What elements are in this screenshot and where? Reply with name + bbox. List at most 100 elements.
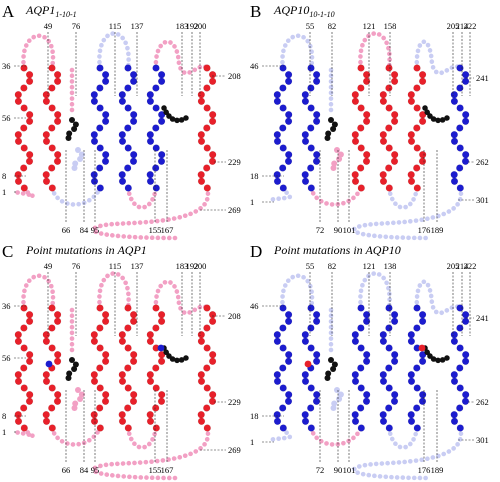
residue-label-bottom: 95 — [91, 225, 100, 235]
panel-letter: B — [250, 2, 261, 21]
panel-letter: A — [2, 2, 15, 21]
residue-label-top: 82 — [328, 261, 337, 271]
residue-label-bottom: 72 — [316, 465, 325, 475]
residue-label-left: 46 — [250, 301, 259, 311]
residue-label-top: 158 — [384, 21, 397, 31]
residue-label-bottom: 176 — [418, 225, 431, 235]
intracellular-loop-d — [386, 425, 420, 450]
tm5-helix — [407, 304, 427, 432]
npa-half-helix-b — [324, 357, 338, 381]
residue-label-top: 115 — [109, 261, 121, 271]
n-terminus — [265, 185, 293, 203]
tm3-helix — [90, 64, 110, 192]
residue-label-bottom: 90 — [334, 465, 343, 475]
c-terminus — [351, 425, 464, 481]
residue-label-top: 137 — [131, 261, 144, 271]
panel-title: Point mutations in AQP1 — [25, 243, 147, 257]
npa-half-helix-b — [65, 357, 79, 381]
residue-label-top: 192 — [186, 261, 199, 271]
tm6-helix — [197, 64, 217, 192]
tm3-helix — [90, 304, 110, 432]
residue-label-left: 1 — [250, 197, 254, 207]
extracellular-loop-a — [21, 33, 56, 71]
residue-label-left: 1 — [2, 187, 6, 197]
residue-label-bottom: 155 — [149, 465, 162, 475]
extracellular-loop-c — [358, 31, 392, 71]
intracellular-loop-d — [125, 185, 159, 210]
residue-label-right: 269 — [228, 205, 241, 215]
residue-label-top: 205 — [447, 21, 460, 31]
residue-label-left: 18 — [250, 171, 259, 181]
residue-label-left: 8 — [2, 411, 6, 421]
npa-half-helix-e — [422, 345, 450, 364]
tm4-helix — [118, 304, 138, 432]
extracellular-loop-e — [414, 39, 463, 76]
intracellular-loop-b — [308, 185, 364, 207]
intracellular-loop-d — [386, 185, 420, 210]
residue-label-left: 56 — [2, 113, 11, 123]
residue-label-top: 200 — [194, 261, 207, 271]
n-terminus — [11, 425, 36, 439]
residue-label-right: 262 — [476, 157, 489, 167]
residue-label-top: 183 — [176, 261, 189, 271]
residue-label-bottom: 189 — [431, 465, 444, 475]
tm3-helix — [351, 304, 371, 432]
mutation-marker — [45, 360, 53, 368]
residue-label-right: 269 — [228, 445, 241, 455]
tm1-helix — [14, 304, 34, 432]
tm2-helix — [42, 304, 62, 432]
extracellular-loop-e — [414, 279, 463, 316]
tm1-helix — [273, 304, 293, 432]
residue-label-top: 76 — [72, 261, 81, 271]
residue-label-top: 82 — [328, 21, 337, 31]
n-terminus — [11, 185, 36, 199]
tm2-helix — [301, 304, 321, 432]
tm4-helix — [379, 304, 399, 432]
intracellular-loop-d — [125, 425, 159, 450]
residue-label-left: 8 — [2, 171, 6, 181]
residue-label-right: 301 — [476, 195, 489, 205]
residue-label-top: 200 — [194, 21, 207, 31]
residue-label-top: 183 — [176, 21, 189, 31]
half-helix-b-tail — [330, 147, 344, 171]
panel-title: AQP1010-1-10 — [273, 3, 335, 19]
half-helix-b-tail — [71, 387, 85, 411]
residue-label-bottom: 95 — [91, 465, 100, 475]
n-terminus — [265, 425, 293, 443]
extracellular-loop-c — [97, 271, 131, 311]
residue-label-left: 1 — [2, 427, 6, 437]
residue-label-bottom: 101 — [343, 465, 356, 475]
npa-half-helix-b — [65, 117, 79, 141]
intracellular-loop-b — [49, 185, 103, 207]
intracellular-loop-b — [49, 425, 103, 447]
residue-label-top: 121 — [363, 261, 376, 271]
extracellular-loop-e — [153, 39, 210, 76]
residue-label-right: 262 — [476, 397, 489, 407]
tm3-helix — [351, 64, 371, 192]
residue-label-left: 1 — [250, 437, 254, 447]
extracellular-loop-a — [280, 273, 315, 311]
npa-half-helix-e — [161, 345, 189, 364]
panel-title: Point mutations in AQP10 — [273, 243, 401, 257]
residue-label-top: 137 — [131, 21, 144, 31]
residue-label-bottom: 189 — [431, 225, 444, 235]
residue-label-bottom: 72 — [316, 225, 325, 235]
residue-label-top: 138 — [384, 261, 397, 271]
residue-label-bottom: 66 — [62, 465, 71, 475]
tm4-helix — [118, 64, 138, 192]
tm6-helix — [450, 304, 470, 432]
mutation-marker — [304, 360, 312, 368]
residue-label-left: 36 — [2, 61, 11, 71]
residue-label-bottom: 167 — [161, 225, 174, 235]
npa-half-helix-b — [324, 117, 338, 141]
extracellular-loop-a — [21, 273, 56, 311]
tm1-helix — [14, 64, 34, 192]
residue-label-bottom: 176 — [418, 465, 431, 475]
residue-label-top: 49 — [44, 261, 53, 271]
residue-label-right: 301 — [476, 435, 489, 445]
